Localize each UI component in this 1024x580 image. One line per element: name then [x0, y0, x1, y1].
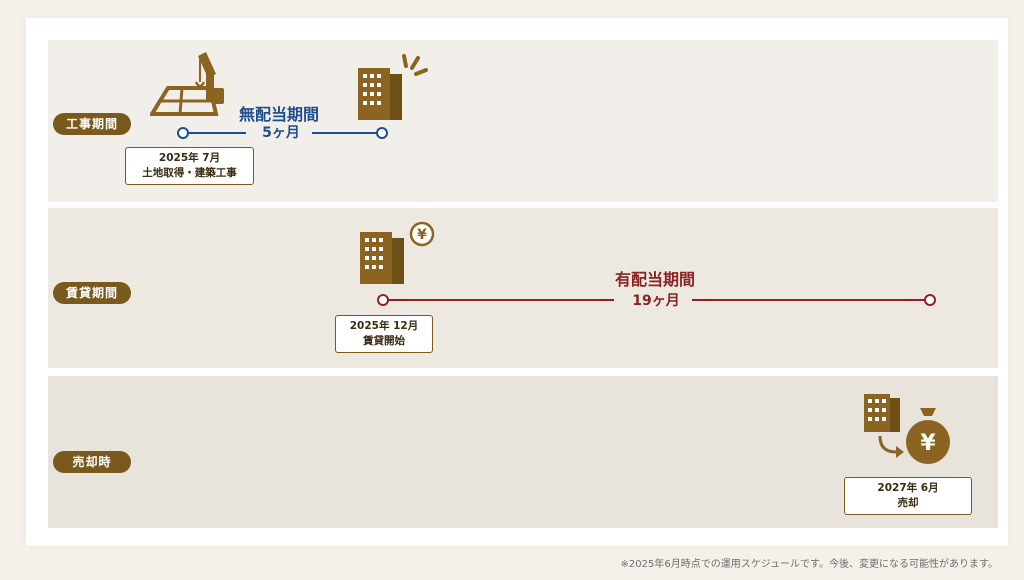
row-label-construction: 工事期間	[53, 113, 131, 135]
period-title-unpaid: 無配当期間	[238, 105, 319, 124]
timeline-line-unpaid-right	[312, 132, 380, 134]
yen-money-bag-icon: ¥	[906, 408, 950, 464]
milestone-box-rental: 2025年 12月 賃貸開始	[335, 315, 433, 353]
milestone-date-sale: 2027年 6月	[877, 482, 939, 494]
timeline-line-unpaid-left	[186, 132, 246, 134]
timeline-dot-rental-end	[924, 294, 936, 306]
timeline-line-paid-left	[386, 299, 614, 301]
building-to-money-bag-icon: ¥	[864, 394, 950, 464]
row-label-rental: 賃貸期間	[53, 282, 131, 304]
timeline-dot-rental-start	[377, 294, 389, 306]
building-yen-icon: ¥	[360, 221, 435, 284]
period-duration-unpaid: 5ヶ月	[262, 125, 300, 141]
milestone-date-rental: 2025年 12月	[349, 320, 419, 332]
timeline-dot-start	[177, 127, 189, 139]
footnote: ※2025年6月時点での運用スケジュールです。今後、変更になる可能性があります。	[620, 559, 999, 570]
svg-text:¥: ¥	[920, 431, 936, 456]
milestone-box-sale: 2027年 6月 売却	[844, 477, 972, 515]
milestone-event-construction: 土地取得・建築工事	[142, 167, 237, 179]
band-sale	[48, 376, 998, 528]
period-title-paid: 有配当期間	[614, 270, 695, 289]
band-rental	[48, 208, 998, 368]
timeline-dot-end	[376, 127, 388, 139]
svg-text:¥: ¥	[417, 227, 427, 243]
period-duration-paid: 19ヶ月	[632, 293, 680, 309]
milestone-event-sale: 売却	[897, 497, 919, 509]
milestone-date-construction: 2025年 7月	[158, 152, 221, 164]
milestone-event-rental: 賃貸開始	[363, 335, 405, 347]
row-label-sale: 売却時	[53, 451, 131, 473]
timeline-line-paid-right	[692, 299, 926, 301]
milestone-box-construction: 2025年 7月 土地取得・建築工事	[125, 147, 254, 185]
construction-crane-icon	[150, 52, 224, 116]
building-icon	[358, 54, 428, 120]
